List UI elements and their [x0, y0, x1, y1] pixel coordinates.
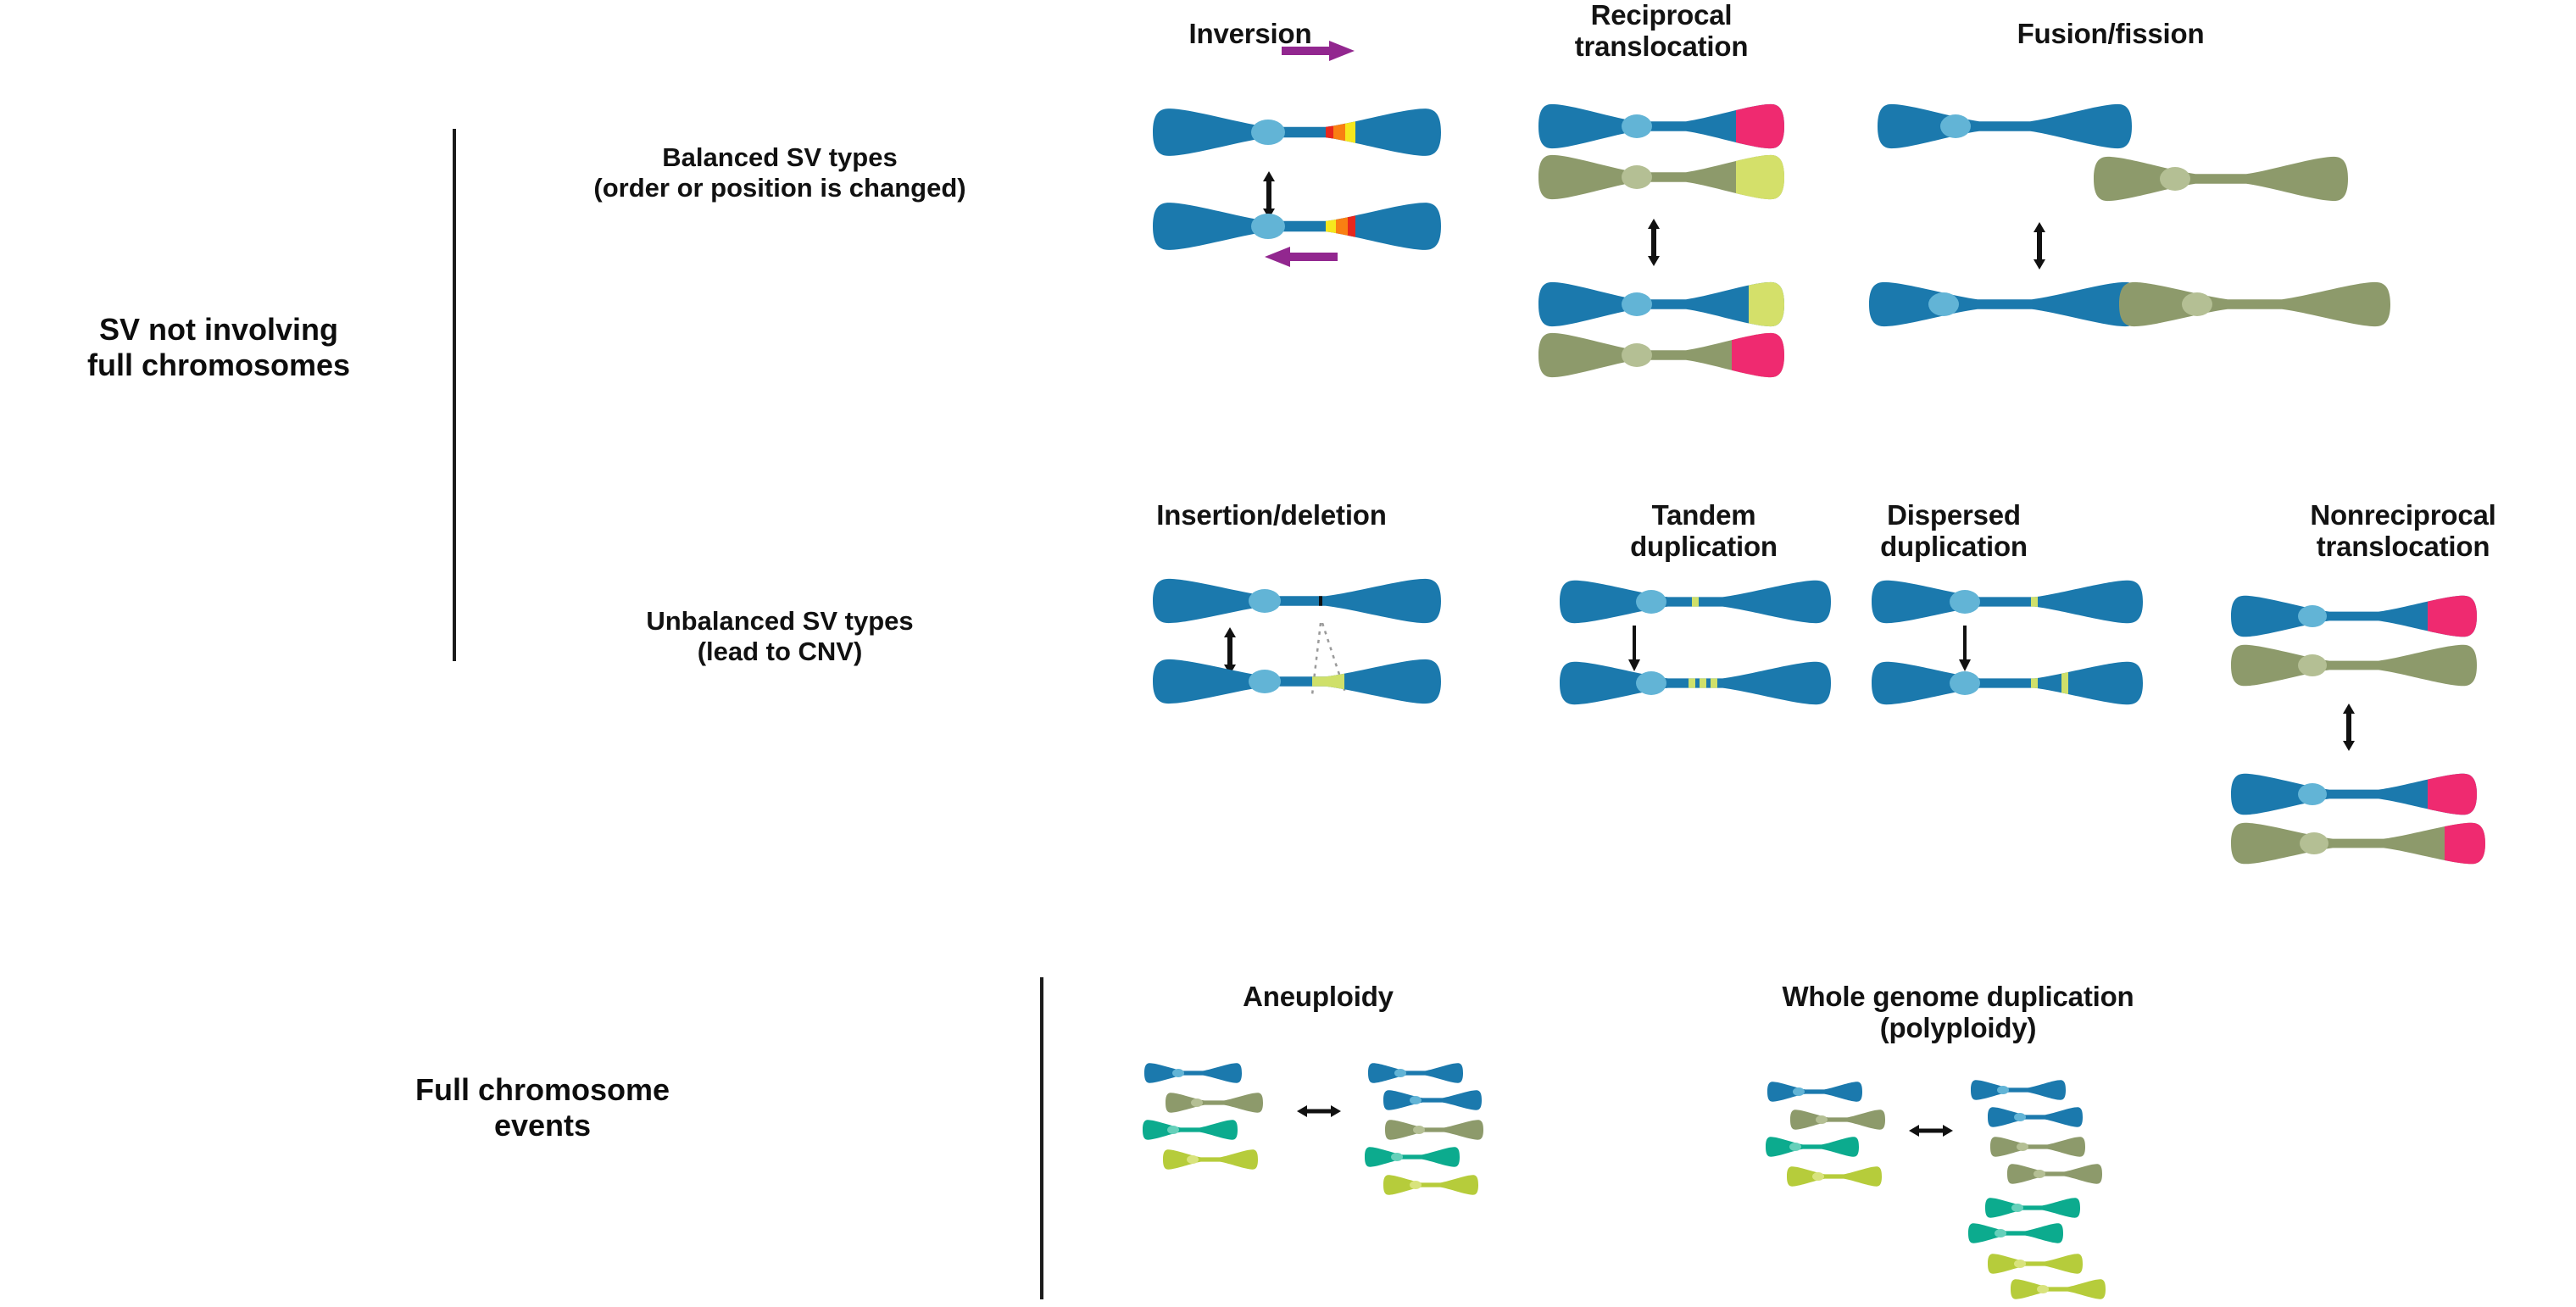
arrow-bidirectional-vertical-icon [1260, 171, 1278, 223]
chromosome-aneuploidy-before-blue [1144, 1062, 1242, 1084]
chromosome-wgd-before-olive [1790, 1109, 1885, 1131]
chromosome-wgd-after-yellowgreen-1 [1988, 1253, 2083, 1275]
group-label-sv-not-full-chromosomes: SV not involving full chromosomes [7, 312, 431, 383]
chromosome-nonreciprocal-before-blue [2231, 593, 2477, 639]
chromosome-wgd-after-teal-1 [1985, 1197, 2080, 1219]
panel-title-nonreciprocal-translocation-line-2: translocation [2316, 530, 2490, 562]
panel-title-reciprocal-translocation-line-1: Reciprocal [1590, 0, 1733, 31]
divider-group-full-chromosome-events [1040, 977, 1043, 1299]
row-label-unbalanced-line-2: (lead to CNV) [697, 636, 863, 666]
panel-title-tandem-duplication-line-1: Tandem [1651, 499, 1756, 531]
group-label-full-chromosome-events: Full chromosome events [254, 1072, 831, 1143]
chromosome-dispersed-after [1872, 659, 2143, 707]
chromosome-fusion-before-olive [2094, 154, 2348, 203]
panel-title-wgd-line-1: Whole genome duplication [1782, 981, 2134, 1012]
chromosome-tandem-after [1560, 659, 1831, 707]
chromosome-wgd-after-olive-1 [1990, 1136, 2085, 1158]
arrow-left-purple-icon [1263, 244, 1339, 274]
chromosome-nonreciprocal-before-olive [2231, 642, 2477, 688]
chromosome-wgd-after-yellowgreen-2 [2011, 1278, 2106, 1300]
chromosome-reciprocal-after-blue [1538, 280, 1784, 329]
chromosome-fusion-before-blue [1878, 102, 2132, 151]
arrow-bidirectional-vertical-icon [1221, 627, 1239, 679]
arrow-bidirectional-vertical-icon [2340, 704, 2358, 755]
chromosome-wgd-after-blue-1 [1971, 1079, 2066, 1101]
arrow-bidirectional-vertical-icon [1644, 219, 1663, 270]
panel-title-whole-genome-duplication: Whole genome duplication (polyploidy) [1636, 981, 2280, 1044]
chromosome-wgd-before-yellowgreen [1787, 1165, 1882, 1187]
panel-title-nonreciprocal-translocation: Nonreciprocal translocation [2246, 499, 2560, 563]
panel-title-fusion-fission-line-1: Fusion/fission [2017, 18, 2205, 49]
panel-title-dispersed-duplication-line-1: Dispersed [1887, 499, 2021, 531]
chromosome-insertion-before [1153, 576, 1441, 626]
chromosome-wgd-before-blue [1767, 1081, 1862, 1103]
panel-title-inversion-line-1: Inversion [1188, 18, 1312, 49]
panel-title-tandem-duplication: Tandem duplication [1577, 499, 1831, 563]
chromosome-tandem-before [1560, 578, 1831, 626]
chromosome-fusion-after-fused [1869, 280, 2140, 329]
panel-title-wgd-line-2: (polyploidy) [1879, 1011, 2037, 1043]
panel-title-insertion-deletion: Insertion/deletion [1085, 499, 1458, 531]
group-label-line-1: SV not involving [98, 312, 338, 347]
chromosome-aneuploidy-before-teal [1143, 1119, 1238, 1141]
group-label-line-2: full chromosomes [86, 347, 351, 382]
panel-title-dispersed-duplication-line-2: duplication [1880, 530, 2028, 562]
chromosome-fusion-after-fused-olive-arm [2119, 280, 2390, 329]
chromosome-inversion-before [1153, 106, 1441, 159]
chromosome-aneuploidy-before-yellowgreen [1163, 1148, 1258, 1171]
row-label-unbalanced-sv: Unbalanced SV types (lead to CNV) [509, 606, 1051, 667]
row-label-unbalanced-line-1: Unbalanced SV types [646, 606, 914, 636]
chromosome-aneuploidy-after-yellowgreen [1383, 1174, 1478, 1196]
arrow-down-icon [1626, 626, 1643, 676]
panel-title-aneuploidy: Aneuploidy [1178, 981, 1458, 1013]
chromosome-reciprocal-after-olive [1538, 331, 1784, 380]
chromosome-dispersed-before [1872, 578, 2143, 626]
chromosome-aneuploidy-after-blue-1 [1368, 1062, 1463, 1084]
arrow-right-purple-icon [1280, 38, 1356, 68]
arrow-bidirectional-horizontal-icon [1909, 1121, 1953, 1144]
panel-title-insertion-deletion-line-1: Insertion/deletion [1156, 499, 1387, 531]
panel-title-nonreciprocal-translocation-line-1: Nonreciprocal [2310, 499, 2496, 531]
chromosome-wgd-after-blue-2 [1988, 1106, 2083, 1128]
panel-title-aneuploidy-line-1: Aneuploidy [1243, 981, 1394, 1012]
group-label-full-chromosome-line-2: events [493, 1107, 592, 1143]
chromosome-insertion-after [1153, 657, 1441, 706]
group-label-full-chromosome-line-1: Full chromosome [414, 1072, 670, 1107]
arrow-down-icon [1956, 626, 1973, 676]
panel-title-reciprocal-translocation-line-2: translocation [1574, 30, 1749, 62]
chromosome-aneuploidy-before-olive [1166, 1092, 1263, 1114]
chromosome-nonreciprocal-after-blue [2231, 771, 2477, 817]
chromosome-inversion-after [1153, 200, 1441, 253]
divider-group-sv-not-full-chromosomes [453, 129, 456, 661]
row-label-balanced-sv: Balanced SV types (order or position is … [509, 142, 1051, 203]
chromosome-wgd-after-olive-2 [2007, 1163, 2102, 1185]
arrow-bidirectional-vertical-icon [2030, 222, 2049, 274]
chromosome-reciprocal-before-olive [1538, 153, 1784, 202]
panel-title-fusion-fission: Fusion/fission [1941, 18, 2280, 50]
chromosome-reciprocal-before-blue [1538, 102, 1784, 151]
chromosome-nonreciprocal-after-olive [2231, 820, 2485, 866]
panel-title-tandem-duplication-line-2: duplication [1630, 530, 1778, 562]
panel-title-reciprocal-translocation: Reciprocal translocation [1517, 0, 1805, 63]
arrow-bidirectional-horizontal-icon [1297, 1102, 1341, 1125]
chromosome-aneuploidy-after-blue-2 [1383, 1089, 1482, 1111]
row-label-balanced-line-2: (order or position is changed) [593, 172, 966, 203]
chromosome-aneuploidy-after-olive [1385, 1119, 1483, 1141]
chromosome-wgd-before-teal [1766, 1136, 1859, 1158]
chromosome-aneuploidy-after-teal [1365, 1146, 1460, 1168]
row-label-balanced-line-1: Balanced SV types [662, 142, 898, 172]
chromosome-wgd-after-teal-2 [1968, 1222, 2063, 1244]
panel-title-inversion: Inversion [1093, 18, 1407, 50]
panel-title-dispersed-duplication: Dispersed duplication [1814, 499, 2094, 563]
